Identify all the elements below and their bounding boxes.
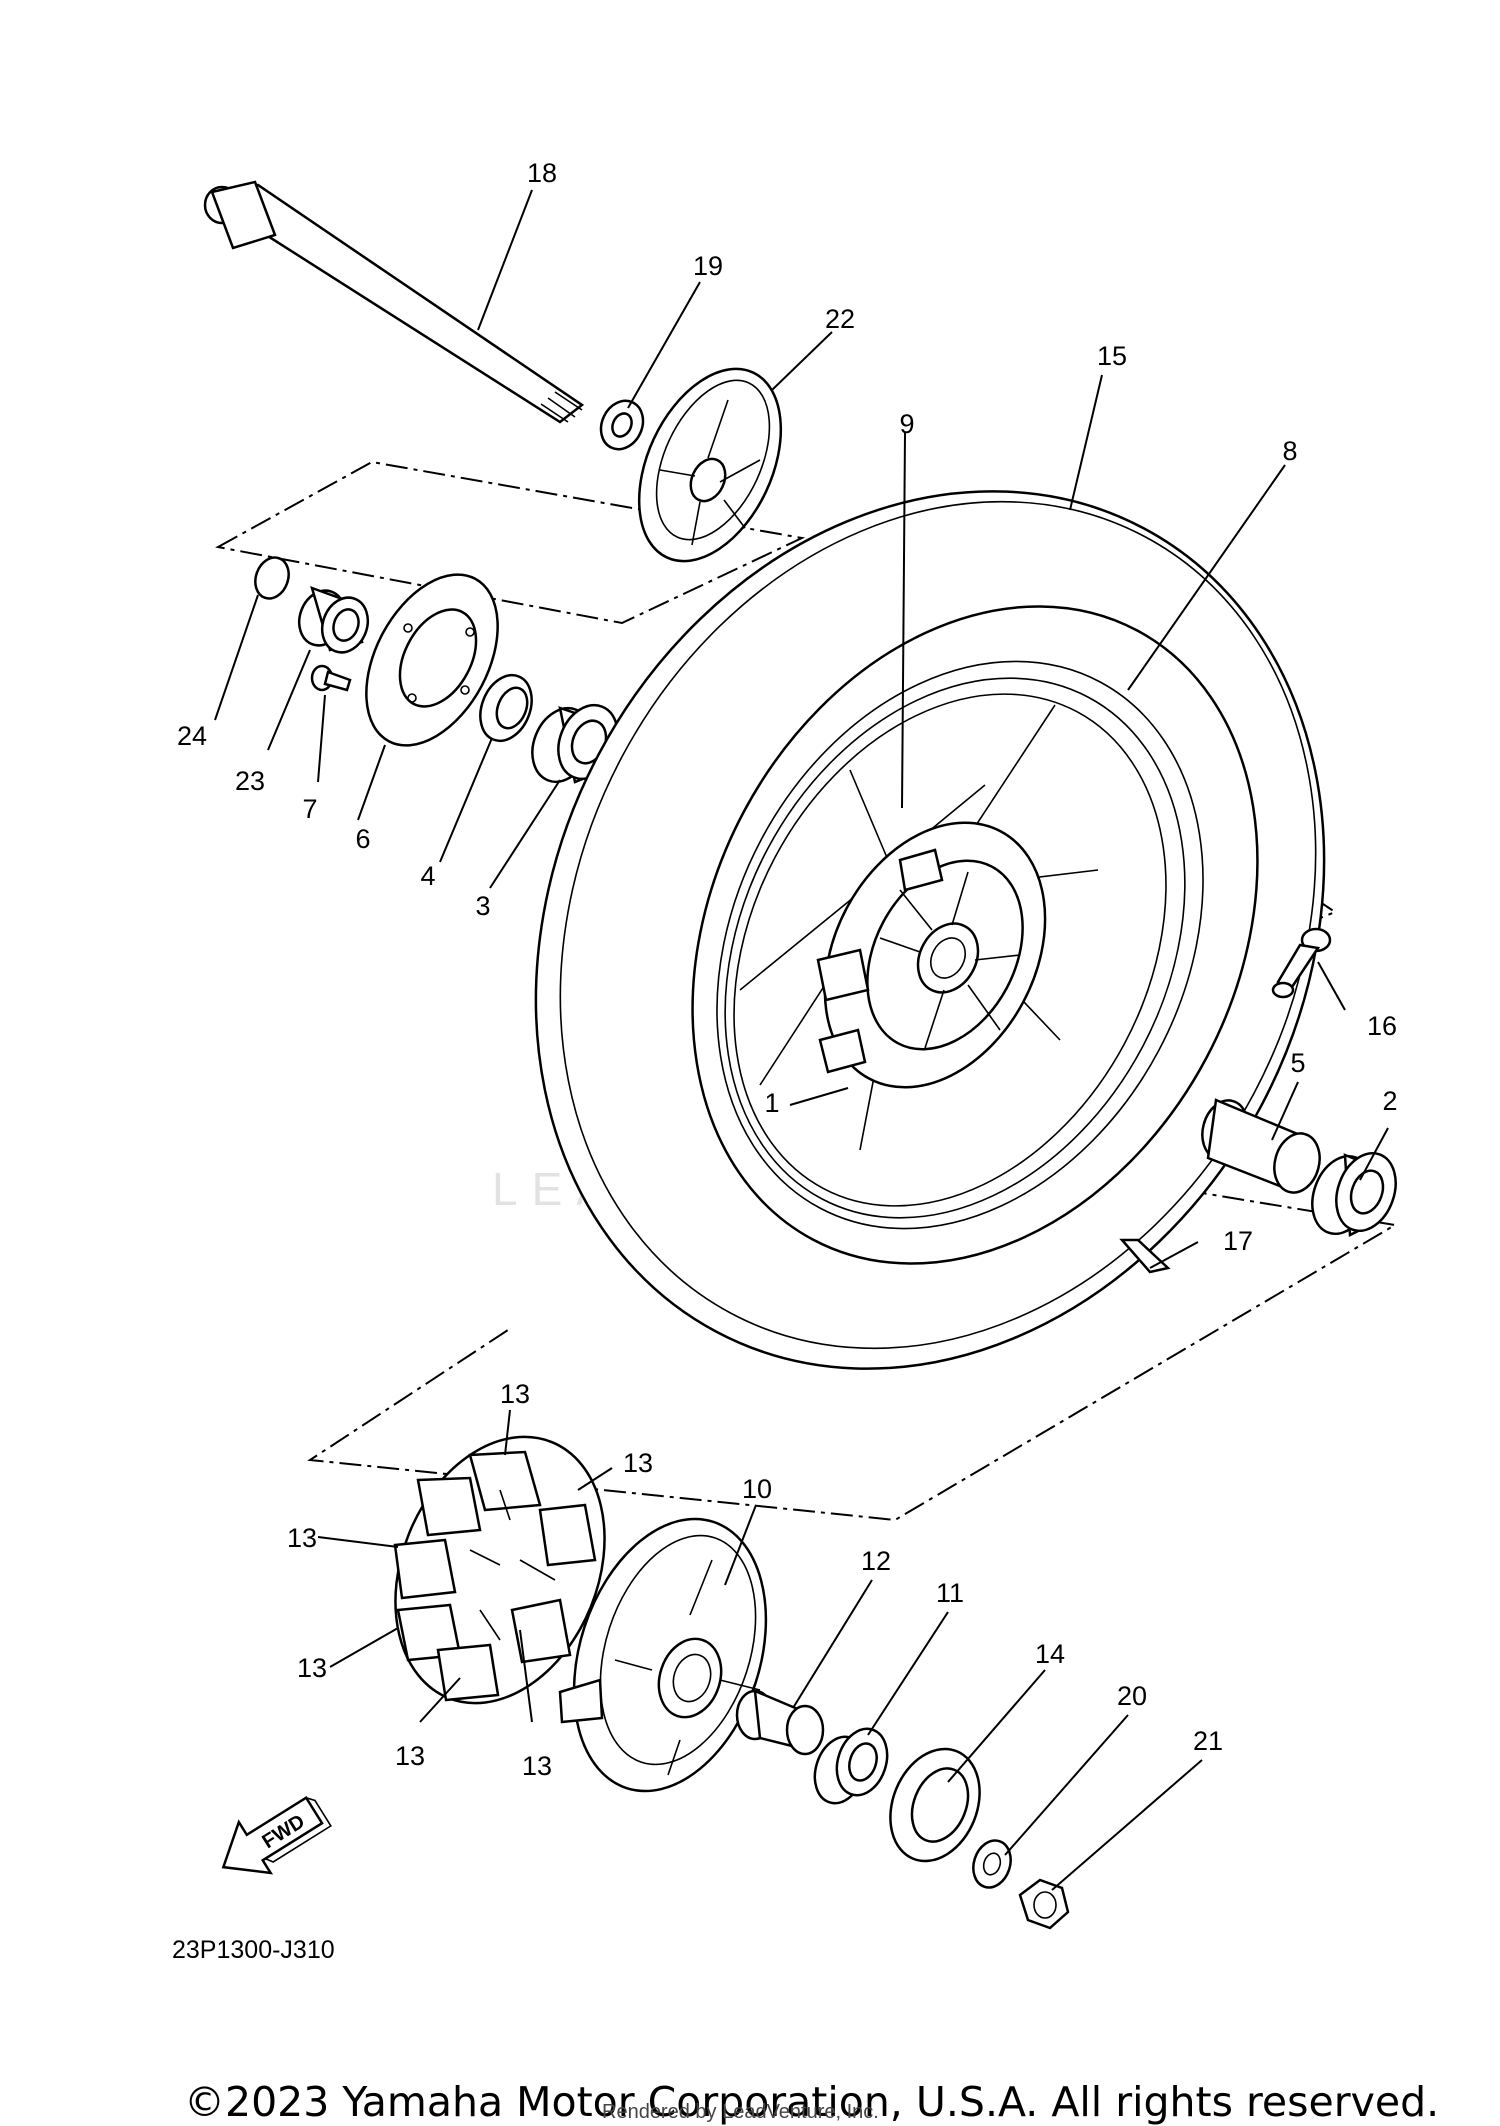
callout-2: 2 xyxy=(1382,1086,1397,1116)
callout-5: 5 xyxy=(1290,1048,1305,1078)
callout-13-top: 13 xyxy=(500,1379,530,1409)
callout-6: 6 xyxy=(355,824,370,854)
nut-21 xyxy=(1018,1878,1070,1930)
plate-6 xyxy=(365,573,499,747)
bolt-7 xyxy=(310,664,352,692)
leader-lines xyxy=(214,189,1389,1891)
callout-17: 17 xyxy=(1223,1226,1253,1256)
callout-labels: 18 19 22 15 9 8 24 23 7 6 4 3 16 5 2 1 1… xyxy=(177,158,1398,1781)
callout-22: 22 xyxy=(825,304,855,334)
damper-cluster-13 xyxy=(393,1435,606,1705)
callout-19: 19 xyxy=(693,251,723,281)
callout-7: 7 xyxy=(302,794,317,824)
callout-23: 23 xyxy=(235,766,265,796)
washer-20 xyxy=(972,1839,1012,1889)
callout-21: 21 xyxy=(1193,1726,1223,1756)
callout-4: 4 xyxy=(420,861,435,891)
callout-14: 14 xyxy=(1035,1639,1065,1669)
collar-23 xyxy=(297,585,370,654)
callout-9: 9 xyxy=(899,409,914,439)
callout-13-left: 13 xyxy=(287,1523,317,1553)
clutch-hub-10 xyxy=(558,1517,768,1793)
collar-5 xyxy=(1201,1098,1321,1194)
bearing-2 xyxy=(1311,1151,1397,1237)
o-ring-24 xyxy=(254,556,290,600)
axle xyxy=(203,180,585,424)
callout-16: 16 xyxy=(1367,1011,1397,1041)
callout-1: 1 xyxy=(764,1088,779,1118)
oil-seal-4 xyxy=(479,673,533,743)
callout-13-bottom-right: 13 xyxy=(522,1751,552,1781)
callout-20: 20 xyxy=(1117,1681,1147,1711)
callout-24: 24 xyxy=(177,721,207,751)
valve-16 xyxy=(1271,927,1332,999)
wheel-and-tire xyxy=(534,490,1326,1370)
rendered-by-note: Rendered by LeadVenture, Inc. xyxy=(602,2101,879,2123)
callout-12: 12 xyxy=(861,1546,891,1576)
callout-10: 10 xyxy=(742,1474,772,1504)
callout-18: 18 xyxy=(527,158,557,188)
washer-19 xyxy=(599,399,645,451)
copyright-notice: ©2023 Yamaha Motor Corporation, U.S.A. A… xyxy=(184,2078,1440,2126)
callout-8: 8 xyxy=(1282,436,1297,466)
callout-13-upper-right: 13 xyxy=(623,1448,653,1478)
callout-13-bottom: 13 xyxy=(395,1741,425,1771)
brake-plate-22 xyxy=(637,367,783,563)
callout-13-lower-left: 13 xyxy=(297,1653,327,1683)
callout-11: 11 xyxy=(936,1578,964,1608)
callout-3: 3 xyxy=(475,891,490,921)
oil-seal-14 xyxy=(889,1747,981,1863)
diagram-code: 23P1300-J310 xyxy=(172,1936,335,1964)
fwd-arrow: FWD xyxy=(221,1796,332,1875)
collar-12 xyxy=(735,1689,825,1756)
callout-15: 15 xyxy=(1097,341,1127,371)
